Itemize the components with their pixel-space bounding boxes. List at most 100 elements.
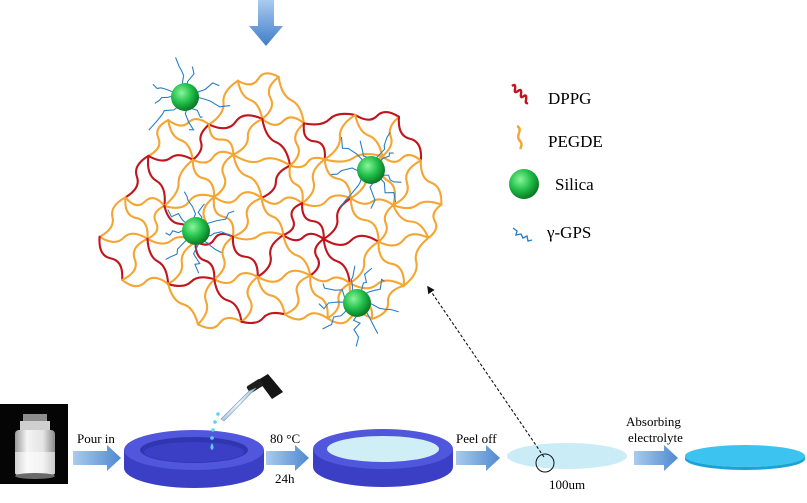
polymer-chain xyxy=(240,275,259,323)
polymer-chain xyxy=(419,159,443,206)
polymer-chain xyxy=(322,197,352,240)
polymer-chain xyxy=(98,196,127,238)
polymer-chain xyxy=(323,113,357,161)
polymer-chain xyxy=(392,159,422,207)
polymer-chain xyxy=(349,197,380,243)
peel-off-label: Peel off xyxy=(456,431,497,446)
polymer-chain xyxy=(261,75,280,120)
polymer-chain xyxy=(213,153,235,198)
silica-particle xyxy=(343,289,371,317)
polymer-chain xyxy=(146,204,166,240)
dropper-icon xyxy=(210,374,283,450)
duration-label: 24h xyxy=(275,471,295,486)
polymer-chain xyxy=(124,154,150,199)
polymer-chain xyxy=(381,153,422,163)
polymer-network xyxy=(98,57,443,347)
polymer-chain xyxy=(213,191,263,204)
heat-arrow xyxy=(266,445,309,471)
peel-off-arrow xyxy=(456,445,500,471)
polymer-chain xyxy=(194,232,234,246)
polymer-chain xyxy=(349,197,395,207)
polymer-chain xyxy=(231,231,285,241)
polymer-chain xyxy=(256,269,312,283)
absorb-arrow xyxy=(634,445,678,471)
polymer-chain xyxy=(167,119,194,161)
polymer-chain xyxy=(289,156,326,169)
polymer-chain xyxy=(309,237,325,277)
polymer-chain xyxy=(124,196,166,207)
polymer-chain xyxy=(397,115,423,162)
red-chain-icon xyxy=(511,83,529,105)
polymer-chain xyxy=(256,234,285,278)
polymer-chain xyxy=(282,234,312,277)
polymer-chain xyxy=(232,117,264,156)
polymer-chain xyxy=(146,237,170,286)
polymer-chain xyxy=(377,240,406,287)
polymer-chain xyxy=(260,164,292,200)
thickness-magnifier xyxy=(535,453,555,473)
polymer-chain xyxy=(98,235,124,281)
polymer-chain xyxy=(231,235,259,278)
polymer-chain xyxy=(377,204,395,243)
polymer-chain xyxy=(309,274,351,285)
polymer-chain xyxy=(302,122,327,161)
polymer-chain xyxy=(348,240,380,285)
polymer-chain xyxy=(326,282,351,320)
polymer-chain xyxy=(98,232,149,243)
polymer-chain xyxy=(301,194,352,208)
zoom-connector xyxy=(427,285,545,458)
polymer-chain xyxy=(196,316,243,330)
polymer-chain xyxy=(392,204,430,239)
peeled-film xyxy=(507,443,627,473)
polymer-chain xyxy=(147,119,170,157)
polymer-chain xyxy=(309,274,329,320)
legend-label-silica: Silica xyxy=(555,175,594,194)
polymer-chain xyxy=(323,158,352,200)
polymer-chain xyxy=(354,110,401,121)
polymer-chain xyxy=(282,202,304,237)
legend-label-dppg: DPPG xyxy=(548,89,592,108)
polymer-chain xyxy=(261,117,292,167)
polymer-chain xyxy=(124,196,149,240)
polymer-chain xyxy=(289,122,306,167)
polymer-chain xyxy=(322,237,351,285)
orange-chain-icon xyxy=(516,124,523,150)
vial-photo xyxy=(0,404,68,484)
polymer-chain xyxy=(370,284,406,320)
polymer-chain xyxy=(208,123,235,156)
silica-particle xyxy=(182,217,210,245)
polymer-chain xyxy=(302,112,357,126)
polymer-chain xyxy=(213,235,234,281)
mold-filled xyxy=(313,429,453,487)
legend-label-pegde: PEGDE xyxy=(548,132,603,151)
electrolyte-film xyxy=(685,445,805,470)
polymer-chain xyxy=(283,274,312,316)
polymer-chain xyxy=(121,237,149,281)
legend xyxy=(509,83,539,242)
polymer-chain xyxy=(260,196,304,205)
polymer-chain xyxy=(322,234,380,246)
pour-in-label: Pour in xyxy=(77,431,115,446)
polymer-chain xyxy=(232,153,263,200)
polymer-chain xyxy=(232,153,292,167)
polymer-chain xyxy=(212,195,235,238)
polymer-chain xyxy=(208,114,264,130)
polymer-chain xyxy=(377,233,430,247)
polymer-chain xyxy=(288,164,304,205)
polymer-chain xyxy=(348,279,406,290)
polymer-chain xyxy=(163,158,194,207)
polymer-chain xyxy=(301,202,325,240)
polymer-chain xyxy=(194,240,216,281)
polymer-chain xyxy=(236,72,280,86)
polymer-chain xyxy=(301,158,326,205)
polymer-chain xyxy=(121,276,170,288)
polymer-chain xyxy=(381,115,401,158)
polymer-chain xyxy=(167,276,216,288)
mold-empty xyxy=(124,430,264,488)
polymer-chain xyxy=(323,153,384,163)
polymer-chain xyxy=(256,275,286,316)
process-row xyxy=(0,285,805,488)
polymer-chain xyxy=(146,154,166,207)
polymer-chain xyxy=(240,311,286,325)
